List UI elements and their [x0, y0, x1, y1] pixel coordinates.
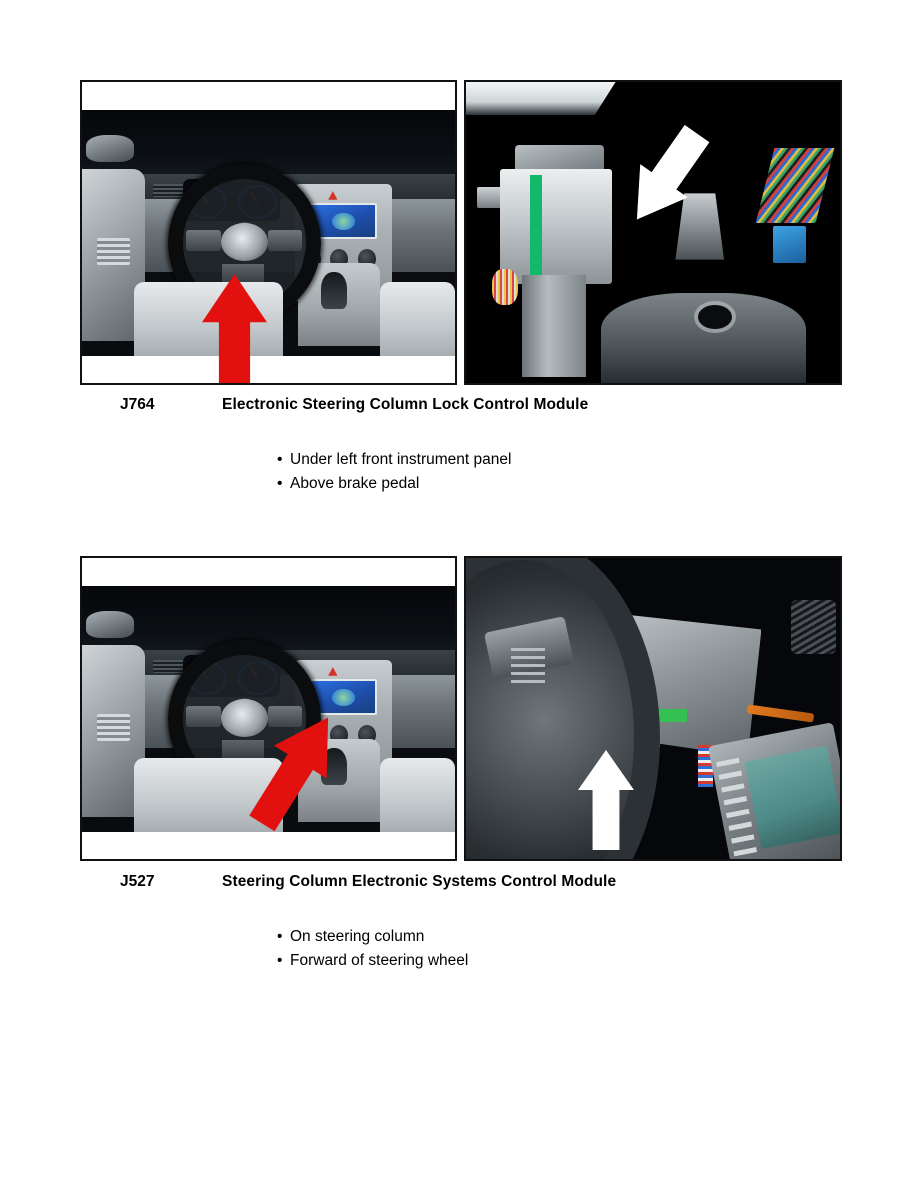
steering-column-shaft — [522, 274, 586, 377]
figure-j764-code: J764 — [120, 396, 155, 413]
lock-module-body — [499, 169, 612, 284]
steering-wheel-spoke-left — [186, 706, 221, 727]
list-item-label: On steering column — [290, 928, 425, 945]
steering-wheel-spoke-right — [267, 706, 303, 727]
list-item: • Forward of steering wheel — [277, 949, 468, 973]
side-mirror — [85, 134, 135, 162]
blue-connector — [772, 226, 807, 263]
list-item-label: Forward of steering wheel — [290, 952, 469, 969]
window-switch-panel — [96, 713, 131, 741]
navigation-screen — [309, 679, 377, 716]
hazard-warning-icon — [328, 191, 338, 200]
steering-wheel-spoke-left — [186, 230, 221, 251]
green-marking-stripe — [529, 175, 542, 275]
window-switch-panel — [96, 237, 131, 265]
wire-bundle — [492, 268, 519, 305]
radio-screen — [744, 745, 840, 849]
navigation-screen — [309, 203, 377, 240]
cabin-scene — [82, 110, 455, 356]
orange-wire — [746, 703, 815, 723]
photo-vehicle-interior-overview-j764 — [80, 80, 457, 385]
photo-bottom-white-band — [82, 356, 455, 383]
photo-top-white-band — [82, 82, 455, 110]
gear-shifter — [320, 272, 347, 310]
bullet-glyph: • — [277, 475, 283, 492]
tunnel-opening — [697, 304, 732, 329]
bullet-glyph: • — [277, 952, 283, 969]
steering-wheel-buttons — [510, 648, 545, 688]
steering-wheel-hub — [220, 222, 268, 261]
photo-vehicle-interior-overview-j527 — [80, 556, 457, 861]
column-electronics-scene — [466, 558, 840, 859]
photo-top-white-band — [82, 558, 455, 586]
photo-steering-column-electronics-detail — [464, 556, 842, 861]
instrument-panel-edge — [466, 82, 616, 116]
lock-module-scene — [466, 82, 840, 383]
photo-bottom-white-band — [82, 832, 455, 859]
list-item-label: Under left front instrument panel — [290, 451, 512, 468]
list-item-label: Above brake pedal — [290, 475, 420, 492]
side-mirror — [85, 610, 135, 638]
list-item: • Above brake pedal — [277, 472, 511, 496]
figure-j764-photo-row — [80, 80, 842, 385]
figure-j527-bullet-list: • On steering column • Forward of steering… — [277, 925, 468, 973]
list-item: • On steering column — [277, 925, 468, 949]
steering-wheel-rim — [466, 558, 661, 859]
list-item: • Under left front instrument panel — [277, 448, 511, 472]
passenger-seat — [380, 758, 455, 832]
radio-navigation-unit — [708, 721, 840, 859]
bullet-glyph: • — [277, 451, 283, 468]
bullet-glyph: • — [277, 928, 283, 945]
hazard-warning-icon — [328, 667, 338, 676]
steering-wheel-hub — [220, 698, 268, 737]
figure-j527-photo-row — [80, 556, 842, 861]
pedal-bracket — [675, 193, 725, 260]
photo-steering-column-lock-detail — [464, 80, 842, 385]
steering-wheel-spoke-right — [267, 230, 303, 251]
figure-j764-title: Electronic Steering Column Lock Control … — [222, 396, 589, 413]
air-vent-right — [791, 600, 837, 655]
wiring-harness — [755, 148, 835, 224]
figure-j527-code: J527 — [120, 873, 155, 890]
air-vent-left — [152, 659, 187, 674]
floor-tunnel — [600, 292, 807, 383]
figure-j527-title: Steering Column Electronic Systems Contr… — [222, 873, 617, 890]
air-vent-left — [152, 183, 187, 198]
figure-j764-bullet-list: • Under left front instrument panel • Abov… — [277, 448, 511, 496]
passenger-seat — [380, 282, 455, 356]
